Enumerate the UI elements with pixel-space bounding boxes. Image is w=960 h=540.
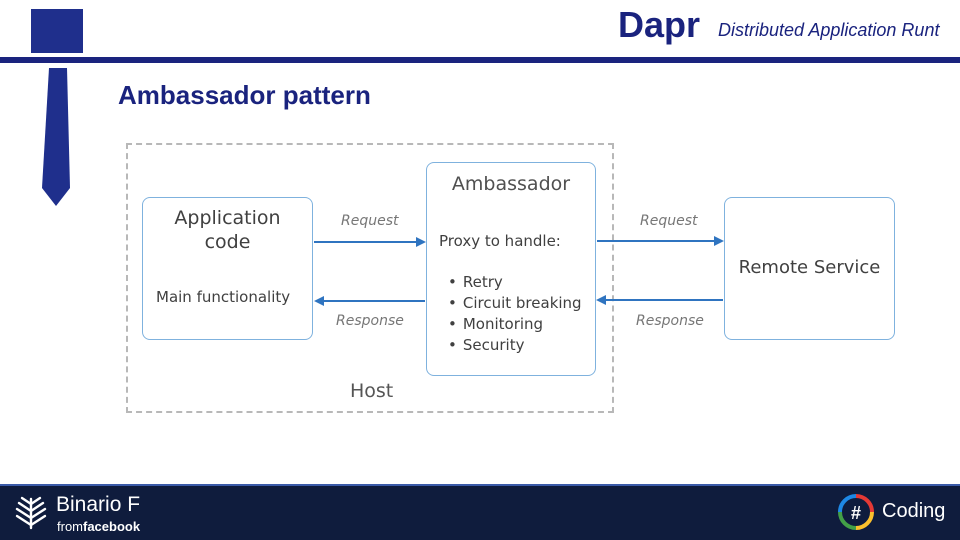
header-title: Dapr <box>618 4 701 45</box>
binario-brand-name: Binario F <box>56 493 141 516</box>
edge-label-request-right: Request <box>640 213 698 229</box>
host-boundary <box>126 143 614 413</box>
application-code-subtitle: Main functionality <box>156 288 291 306</box>
header-square-decoration <box>31 9 83 53</box>
remote-service-title: Remote Service <box>738 257 881 278</box>
brand-company-text: facebook <box>83 519 141 534</box>
coding-label: Coding <box>882 500 946 522</box>
ambassador-title: Ambassador <box>451 173 571 195</box>
host-label: Host <box>350 380 394 402</box>
application-code-title: Application code <box>142 206 313 254</box>
edge-label-request-left: Request <box>341 213 399 229</box>
slide-title: Ambassador pattern <box>118 80 371 110</box>
list-item: Monitoring <box>448 314 582 335</box>
application-title-line2: code <box>204 231 251 253</box>
list-item: Circuit breaking <box>448 293 582 314</box>
header-subtitle: Distributed Application Runt <box>718 20 940 40</box>
ambassador-capability-list: Retry Circuit breaking Monitoring Securi… <box>448 272 582 356</box>
list-item: Retry <box>448 272 582 293</box>
brand-from-text: from <box>57 519 83 534</box>
edge-label-response-left: Response <box>336 313 404 329</box>
binario-brand-from: fromfacebook <box>57 519 140 534</box>
remote-service-box <box>724 197 895 340</box>
footer-divider <box>0 484 960 486</box>
application-title-line1: Application <box>174 207 281 229</box>
list-item: Security <box>448 335 582 356</box>
application-code-box <box>142 197 313 340</box>
edge-label-response-right: Response <box>636 313 704 329</box>
header-rule <box>0 57 960 63</box>
binario-logo-icon <box>15 496 47 530</box>
footer-bar <box>0 484 960 540</box>
ambassador-proxy-label: Proxy to handle: <box>439 232 561 250</box>
tie-icon <box>42 68 70 206</box>
coding-hashtag-symbol: # <box>851 503 861 523</box>
coding-hashtag-icon: # <box>838 494 874 530</box>
